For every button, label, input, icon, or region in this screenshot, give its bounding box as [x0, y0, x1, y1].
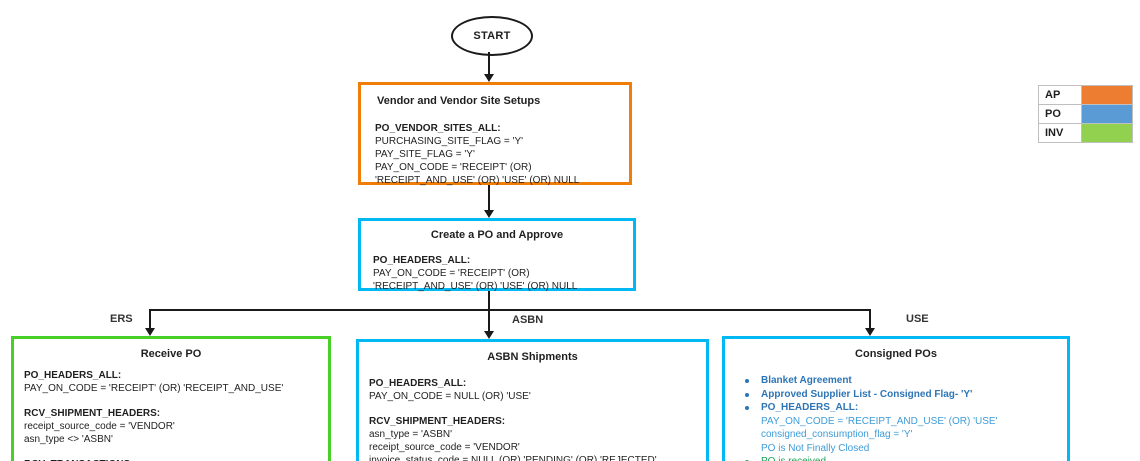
connector-branch-ers — [149, 311, 151, 329]
branch-label-asbn: ASBN — [512, 314, 544, 326]
connector-branch-asbn — [488, 311, 490, 332]
legend-row-po: PO — [1038, 104, 1133, 124]
table-header: RCV_SHIPMENT_HEADERS: — [369, 416, 506, 427]
legend-row-ap: AP — [1038, 85, 1133, 105]
condition-line: receipt_source_code = 'VENDOR' — [369, 442, 520, 453]
bullet-text: Approved Supplier List - Consigned Flag-… — [761, 388, 973, 400]
condition-line: PO is Not Finally Closed — [761, 442, 870, 454]
legend-label-inv: INV — [1038, 123, 1082, 143]
arrowhead-down-icon — [484, 74, 494, 82]
condition-line: PAY_SITE_FLAG = 'Y' — [375, 149, 475, 160]
table-header: PO_HEADERS_ALL: — [373, 255, 471, 266]
table-header: PO_HEADERS_ALL: — [24, 370, 122, 381]
legend-row-inv: INV — [1038, 123, 1133, 143]
table-header: RCV_SHIPMENT_HEADERS: — [24, 408, 161, 419]
arrowhead-down-icon — [865, 328, 875, 336]
bullet-item: PO_HEADERS_ALL: — [735, 401, 1057, 415]
blank-line — [24, 395, 318, 407]
consigned-pos-title: Consigned POs — [855, 348, 937, 360]
receive-po-node: Receive PO PO_HEADERS_ALL: PAY_ON_CODE =… — [11, 336, 331, 461]
bullet-text: Blanket Agreement — [761, 375, 852, 386]
table-header: PO_VENDOR_SITES_ALL: — [375, 123, 501, 134]
bullet-item: Blanket Agreement — [735, 374, 1057, 388]
bullet-dot-icon — [745, 392, 749, 397]
table-header: PO_HEADERS_ALL: — [369, 378, 467, 389]
connector-start-vendor — [488, 52, 490, 75]
vendor-setup-body: PO_VENDOR_SITES_ALL: PURCHASING_SITE_FLA… — [375, 122, 615, 187]
legend-label-po: PO — [1038, 104, 1082, 124]
arrowhead-down-icon — [145, 328, 155, 336]
bullet-item: Approved Supplier List - Consigned Flag-… — [735, 388, 1057, 402]
receive-po-body: PO_HEADERS_ALL: PAY_ON_CODE = 'RECEIPT' … — [24, 369, 318, 461]
asbn-shipments-title: ASBN Shipments — [487, 351, 578, 363]
legend-table: AP PO INV — [1038, 85, 1133, 143]
bullet-dot-icon — [745, 406, 749, 410]
blank-line — [369, 403, 696, 415]
bullet-item: PO is received — [735, 455, 1057, 461]
create-po-title: Create a PO and Approve — [430, 229, 564, 241]
legend-swatch-po — [1082, 104, 1133, 124]
create-po-node: Create a PO and Approve PO_HEADERS_ALL: … — [358, 218, 636, 293]
create-po-body: PO_HEADERS_ALL: PAY_ON_CODE = 'RECEIPT' … — [373, 254, 621, 293]
asbn-shipments-body: PO_HEADERS_ALL: PAY_ON_CODE = NULL (OR) … — [369, 377, 696, 461]
condition-line: consigned_consumption_flag = 'Y' — [761, 429, 913, 440]
bullet-text: PO is received — [761, 456, 826, 461]
start-label: START — [473, 30, 511, 42]
bullet-dot-icon — [745, 379, 749, 383]
condition-line: invoice_status_code = NULL (OR) 'PENDING… — [369, 455, 657, 461]
condition-line: PAY_ON_CODE = 'RECEIPT' (OR) 'RECEIPT_AN… — [24, 383, 284, 394]
condition-line: asn_type = 'ASBN' — [369, 429, 453, 440]
condition-line: asn_type <> 'ASBN' — [24, 434, 113, 445]
vendor-setup-node: Vendor and Vendor Site Setups PO_VENDOR_… — [358, 82, 632, 187]
condition-line: PAY_ON_CODE = NULL (OR) 'USE' — [369, 391, 531, 402]
consigned-pos-body: Blanket Agreement Approved Supplier List… — [735, 374, 1057, 461]
legend-swatch-ap — [1082, 85, 1133, 105]
start-node: START — [451, 16, 533, 56]
arrowhead-down-icon — [484, 331, 494, 339]
vendor-setup-title: Vendor and Vendor Site Setups — [377, 95, 541, 107]
condition-line: PAY_ON_CODE = 'RECEIPT_AND_USE' (OR) 'US… — [761, 415, 998, 427]
asbn-shipments-node: ASBN Shipments PO_HEADERS_ALL: PAY_ON_CO… — [356, 339, 709, 461]
condition-line: PAY_ON_CODE = 'RECEIPT' (OR) 'RECEIPT_AN… — [375, 162, 580, 186]
condition-line: PAY_ON_CODE = 'RECEIPT' (OR) 'RECEIPT_AN… — [373, 268, 578, 292]
consigned-pos-node: Consigned POs Blanket Agreement Approved… — [722, 336, 1070, 461]
condition-line: receipt_source_code = 'VENDOR' — [24, 421, 175, 432]
bullet-text: PO_HEADERS_ALL: — [761, 402, 859, 413]
connector-po-branch — [488, 291, 490, 311]
receive-po-title: Receive PO — [140, 348, 202, 360]
legend-label-ap: AP — [1038, 85, 1082, 105]
branch-label-ers: ERS — [110, 313, 133, 325]
arrowhead-down-icon — [484, 210, 494, 218]
connector-branch-use — [869, 311, 871, 329]
table-header: RCV_TRANSACTIONS: — [24, 458, 318, 461]
blank-line — [24, 446, 318, 458]
branch-label-use: USE — [906, 313, 929, 325]
condition-line: PURCHASING_SITE_FLAG = 'Y' — [375, 136, 524, 147]
legend-swatch-inv — [1082, 123, 1133, 143]
connector-vendor-po — [488, 185, 490, 211]
branch-horizontal-line — [149, 309, 871, 311]
